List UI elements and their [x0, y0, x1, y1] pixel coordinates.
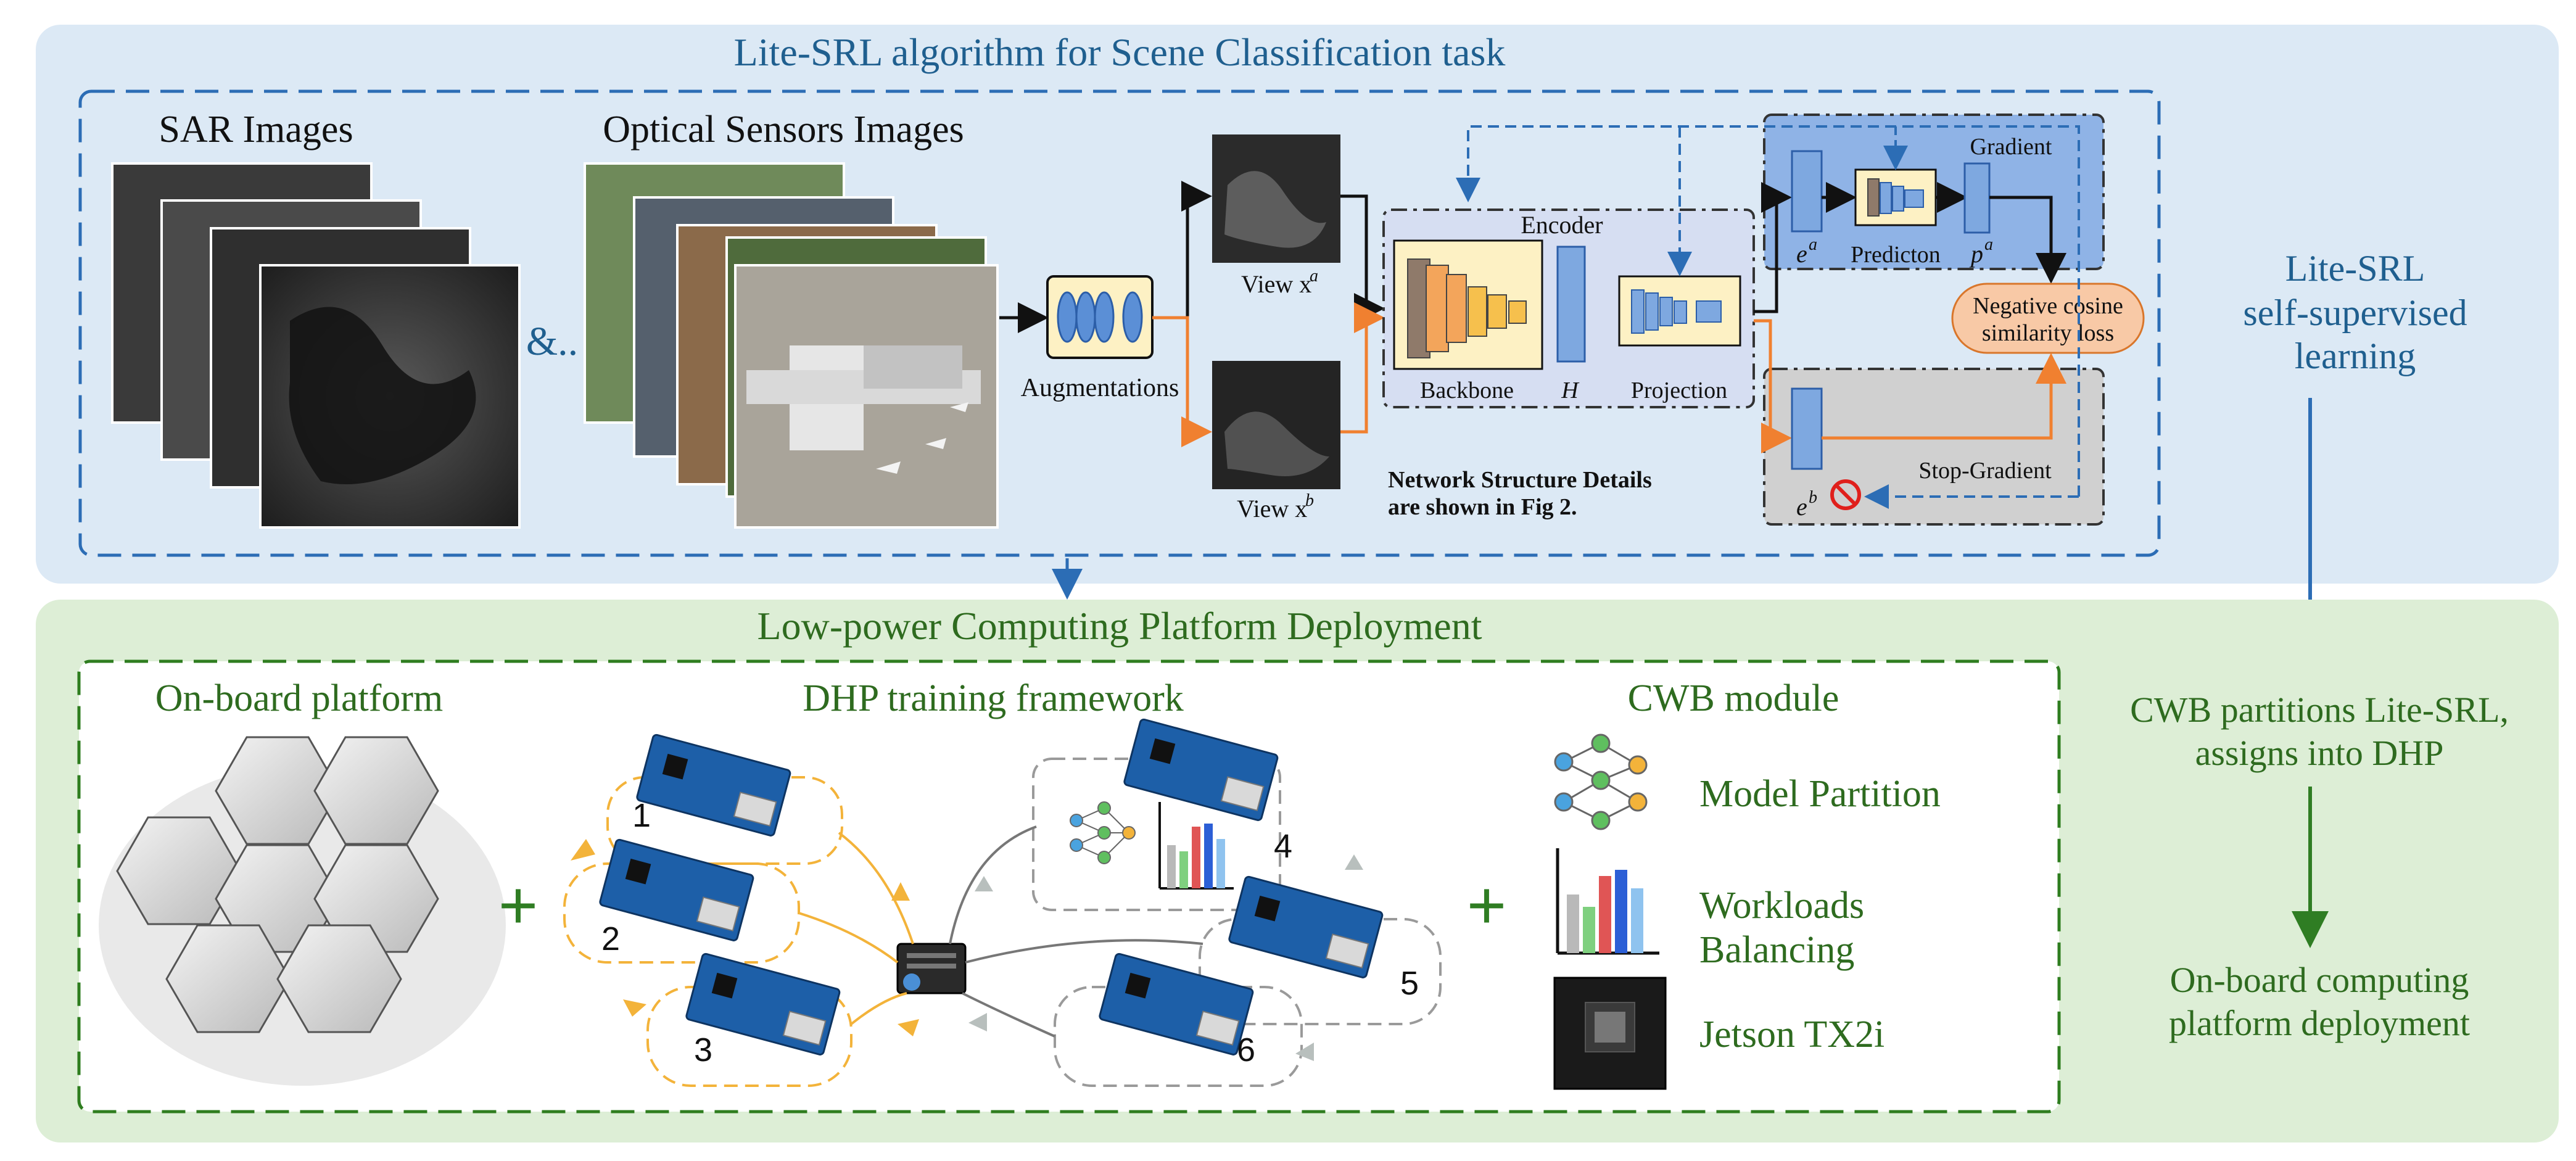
plus-sign-right: + — [1467, 867, 1506, 943]
view-a-label: View x — [1241, 270, 1311, 298]
board-number-6: 6 — [1237, 1031, 1255, 1068]
top-panel-title: Lite-SRL algorithm for Scene Classificat… — [734, 30, 1506, 74]
sar-image-stack — [111, 162, 521, 529]
board-number-2: 2 — [601, 920, 620, 957]
optical-images-label: Optical Sensors Images — [603, 109, 964, 151]
gradient-label: Gradient — [1970, 134, 2052, 160]
h-layer-block — [1556, 246, 1586, 363]
board-number-4: 4 — [1274, 828, 1292, 865]
weight-sharing-dashed-line — [1456, 125, 2080, 497]
view-a-superscript: a — [1310, 266, 1318, 286]
arrow-to-view-b — [1152, 316, 1212, 447]
pa-label: p — [1969, 240, 1983, 268]
projection-label: Projection — [1631, 378, 1727, 403]
arrow-view-b-to-encoder — [1340, 302, 1385, 434]
onboard-hexagon-platform — [99, 736, 506, 1086]
backbone-icon — [1407, 258, 1527, 358]
board-number-1: 1 — [632, 797, 651, 834]
h-label: H — [1561, 378, 1580, 403]
predictor-icon — [1867, 178, 1924, 217]
network-note-line2: are shown in Fig 2. — [1388, 494, 1577, 520]
encoder-label: Encoder — [1521, 211, 1603, 239]
augmentations-label: Augmentations — [1021, 374, 1179, 402]
predictor-label: Predicton — [1851, 242, 1941, 268]
dhp-framework-label: DHP training framework — [803, 677, 1184, 719]
workloads-balancing-icon — [1556, 848, 1659, 955]
board-number-5: 5 — [1400, 965, 1419, 1002]
pa-block — [1963, 162, 1991, 234]
ea-block — [1791, 150, 1823, 233]
stop-gradient-branch-frame — [1763, 368, 2105, 526]
view-b-label: View x — [1237, 495, 1307, 523]
plus-sign-left: + — [498, 867, 538, 943]
augmentations-icon — [1057, 291, 1143, 343]
deploy-flow-line2: platform deployment — [2169, 1003, 2470, 1043]
cwb-module-label: CWB module — [1628, 677, 1839, 719]
server-connections — [798, 825, 1203, 1038]
backbone-label: Backbone — [1420, 378, 1514, 403]
deploy-flow-line1: On-board computing — [2170, 960, 2469, 1000]
arrow-eb-to-loss — [1822, 353, 2066, 440]
arrow-encoder-to-ea — [1754, 182, 1792, 313]
onboard-platform-label: On-board platform — [155, 677, 444, 719]
pa-superscript: a — [1984, 235, 1993, 254]
group4-network-icon — [1070, 801, 1136, 864]
eb-superscript: b — [1809, 488, 1817, 507]
optical-image-stack — [584, 162, 999, 529]
algorithm-dashed-frame — [78, 89, 2161, 557]
board-icon-2 — [599, 838, 754, 941]
network-note-line1: Network Structure Details — [1388, 467, 1652, 493]
cwb-flow-line1: CWB partitions Lite-SRL, — [2130, 690, 2509, 730]
flow-arrows — [571, 839, 1363, 1061]
board-icon-3 — [685, 952, 841, 1056]
bottom-panel-title: Low-power Computing Platform Deployment — [758, 604, 1482, 648]
lite-srl-line2: self-supervised — [2243, 292, 2467, 333]
board-icon-1 — [636, 733, 791, 837]
and-symbol: &.. — [526, 319, 578, 364]
stop-gradient-icon — [1830, 479, 1861, 510]
board-number-3: 3 — [694, 1031, 712, 1068]
projection-icon — [1631, 289, 1722, 334]
loss-label-line1: Negative cosine — [1973, 293, 2123, 319]
lite-srl-line3: learning — [2295, 336, 2416, 376]
board-icon-6 — [1099, 952, 1254, 1056]
arrow-pa-to-loss — [1989, 196, 2066, 284]
arrow-encoder-to-eb — [1754, 319, 1792, 453]
sar-images-label: SAR Images — [159, 109, 353, 151]
jetson-label: Jetson TX2i — [1699, 1014, 1885, 1056]
view-b-superscript: b — [1305, 491, 1314, 510]
group4-bar-chart-icon — [1158, 802, 1234, 890]
eb-block — [1791, 387, 1823, 470]
board-icon-5 — [1228, 875, 1384, 978]
workloads-label-line2: Balancing — [1699, 929, 1854, 971]
model-partition-label: Model Partition — [1699, 773, 1941, 815]
ea-superscript: a — [1809, 235, 1817, 254]
board-icon-4 — [1123, 718, 1279, 821]
stop-gradient-label: Stop-Gradient — [1918, 458, 2052, 484]
ea-label: e — [1796, 240, 1807, 268]
lite-srl-line1: Lite-SRL — [2285, 248, 2425, 289]
workloads-label-line1: Workloads — [1699, 885, 1864, 927]
model-partition-icon — [1554, 733, 1648, 830]
board-group-icons — [599, 718, 1384, 1056]
eb-label: e — [1796, 493, 1807, 521]
jetson-board-icon — [1553, 977, 1667, 1090]
cwb-flow-line2: assigns into DHP — [2195, 733, 2444, 773]
loss-label-line2: similarity loss — [1982, 320, 2114, 346]
server-icon — [896, 943, 967, 994]
